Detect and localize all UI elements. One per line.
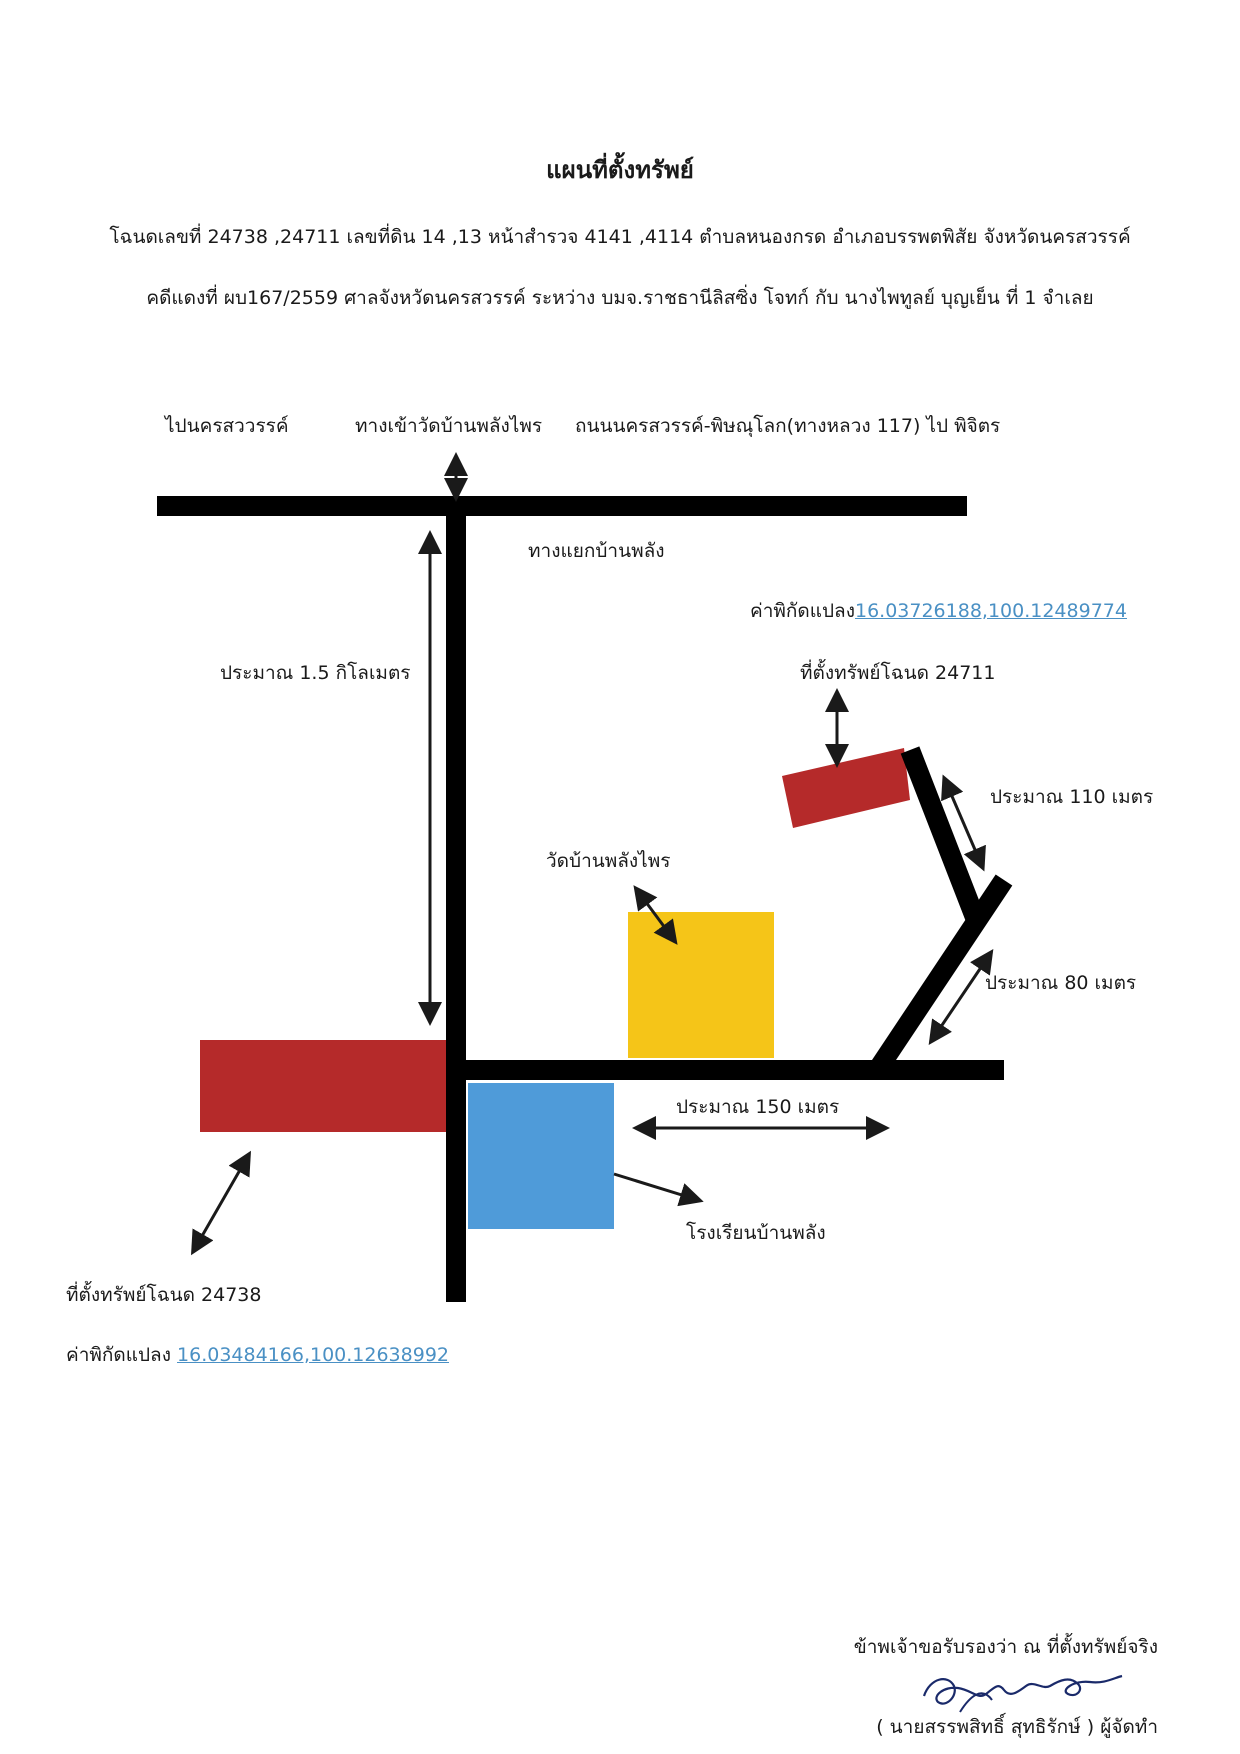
label-to-nakhon-sawan: ไปนครสววรรค์ [165,415,289,437]
plot-24711-shape [782,748,910,828]
pointer-plot-24738 [191,1150,251,1256]
label-plot-24711: ที่ตั้งทรัพย์โฉนด 24711 [800,662,996,684]
pointer-temple [633,885,678,945]
label-plot-24738: ที่ตั้งทรัพย์โฉนด 24738 [66,1284,262,1306]
angled-road [900,746,986,924]
label-highway: ถนนนครสวรรค์-พิษณุโลก(ทางหลวง 117) ไป พิ… [575,415,1001,437]
signer-name: ( นายสรรพสิทธิ์ สุทธิรักษ์ ) ผู้จัดทำ [876,1716,1158,1738]
distance-arrow-80 [928,949,994,1045]
label-distance-80: ประมาณ 80 เมตร [985,972,1137,994]
page-title: แผนที่ตั้งทรัพย์ [546,156,694,184]
label-distance-vertical: ประมาณ 1.5 กิโลเมตร [220,662,411,684]
temple-entrance-road [446,506,466,1302]
distance-arrow-110 [941,774,986,872]
school-shape [468,1083,614,1229]
coord-prefix: ค่าพิกัดแปลง [750,600,855,622]
case-info: คดีแดงที่ ผบ167/2559 ศาลจังหวัดนครสวรรค์… [146,287,1094,309]
plot-24738-shape [200,1040,452,1132]
label-junction: ทางแยกบ้านพลัง [528,540,665,562]
side-road [456,1060,1004,1080]
deed-info: โฉนดเลขที่ 24738 ,24711 เลขที่ดิน 14 ,13… [109,226,1131,248]
coord-24711: ค่าพิกัดแปลง16.03726188,100.12489774 [750,600,1127,623]
coord-link-24711[interactable]: 16.03726188,100.12489774 [854,600,1127,622]
coord-24738: ค่าพิกัดแปลง 16.03484166,100.12638992 [66,1344,449,1367]
coord-link-24738[interactable]: 16.03484166,100.12638992 [177,1344,449,1366]
signature [922,1674,1123,1713]
certification-statement: ข้าพเจ้าขอรับรองว่า ณ ที่ตั้งทรัพย์จริง [853,1636,1158,1658]
label-school: โรงเรียนบ้านพลัง [686,1222,826,1244]
label-distance-150: ประมาณ 150 เมตร [676,1096,840,1118]
pointer-school [613,1172,704,1207]
label-temple-entrance: ทางเข้าวัดบ้านพลังไพร [355,415,543,437]
label-distance-110: ประมาณ 110 เมตร [990,786,1154,808]
temple-shape [628,912,774,1058]
main-highway-road [157,496,967,516]
coord-prefix: ค่าพิกัดแปลง [66,1344,178,1366]
label-temple: วัดบ้านพลังไพร [546,850,671,872]
